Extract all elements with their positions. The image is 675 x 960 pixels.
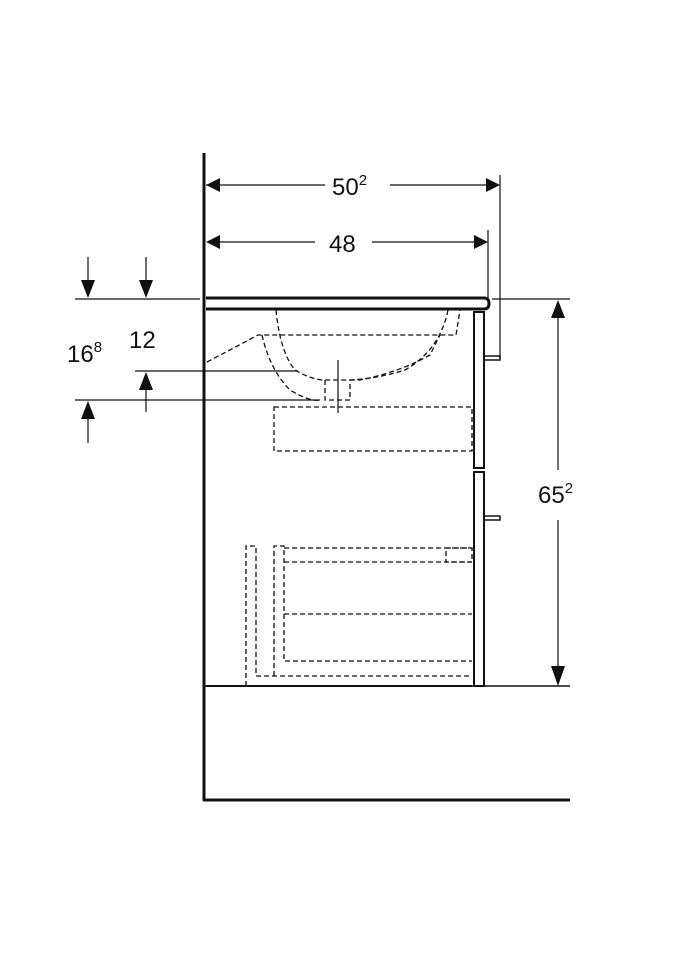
countertop: [206, 296, 491, 311]
drawer-front-bottom: [473, 471, 485, 687]
handle-top: [483, 355, 501, 361]
hidden-lines: [206, 309, 473, 686]
handle-bottom: [483, 515, 501, 521]
label-65: 652: [538, 480, 573, 509]
label-12: 12: [129, 327, 156, 354]
label-50: 502: [332, 172, 367, 201]
label-16: 168: [67, 339, 102, 368]
label-48: 48: [329, 231, 356, 258]
drawer-front-top: [473, 311, 485, 469]
